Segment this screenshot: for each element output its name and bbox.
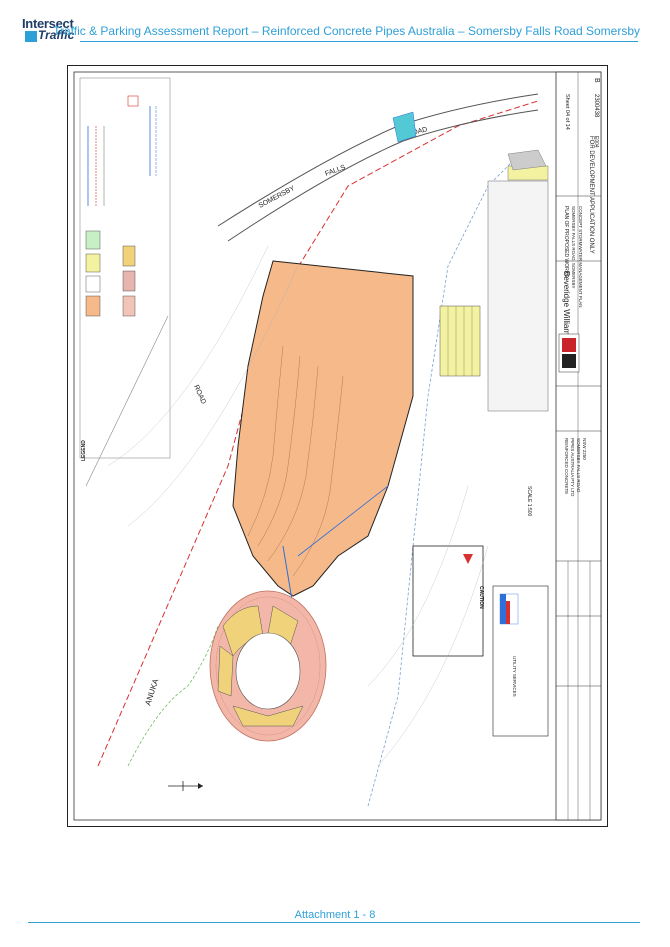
proposed-building-pad bbox=[232, 260, 414, 597]
road-label-road-1: ROAD bbox=[407, 126, 428, 138]
status-text: FOR DEVELOPMENT APPLICATION ONLY bbox=[588, 136, 594, 254]
footer-divider bbox=[28, 922, 640, 923]
site-plan-drawing: FOR DEVELOPMENT APPLICATION ONLY Sheet 0… bbox=[67, 65, 608, 827]
basin-floor bbox=[235, 632, 301, 710]
client-line-1: REINFORCED CONCRETE bbox=[564, 438, 569, 494]
caution-box bbox=[412, 545, 484, 657]
drawing-number: 2300438 bbox=[593, 94, 599, 118]
road-label-anuka: ANUKA bbox=[143, 677, 160, 707]
north-arrow-icon bbox=[168, 781, 203, 791]
drawing-subtitle-1: SOMERSBY FALLS ROAD, SOMERSBY bbox=[571, 206, 576, 288]
company-name: Beveridge Williams bbox=[562, 271, 571, 339]
footer-text: Attachment 1 - 8 bbox=[294, 909, 376, 921]
legend-title: LEGEND bbox=[81, 440, 87, 461]
road-label-falls: FALLS bbox=[324, 164, 346, 178]
utility-title: UTILITY SERVICES bbox=[512, 656, 517, 697]
title-block bbox=[555, 71, 602, 821]
page-header: Intersect Traffic Traffic & Parking Asse… bbox=[0, 0, 670, 48]
header-divider bbox=[80, 41, 638, 42]
road-label-road-2: ROAD bbox=[192, 384, 207, 405]
client-line-2: PIPES AUSTRALIA PTY LTD bbox=[570, 438, 575, 497]
logo-text-bottom: Traffic bbox=[38, 28, 75, 42]
scale-text: SCALE 1:500 bbox=[526, 486, 532, 517]
client-line-3: SOMERSBY FALLS ROAD bbox=[576, 438, 581, 493]
beveridge-williams-logo-icon bbox=[558, 333, 580, 373]
report-title: Traffic & Parking Assessment Report – Re… bbox=[53, 24, 640, 38]
site-plan-svg: FOR DEVELOPMENT APPLICATION ONLY Sheet 0… bbox=[73, 71, 602, 821]
drawing-code: E004 bbox=[593, 136, 599, 148]
intersect-traffic-logo: Intersect Traffic bbox=[22, 16, 78, 42]
sheet-label: Sheet 04 of 14 bbox=[564, 94, 570, 130]
parking-area bbox=[439, 305, 481, 377]
revision: B bbox=[593, 78, 600, 83]
client-line-4: NSW 2250 bbox=[582, 438, 587, 460]
legend-swatch-building bbox=[85, 295, 101, 317]
drawing-title: PLAN OF PROPOSED WORKS bbox=[563, 206, 569, 278]
logo-mark-icon bbox=[25, 31, 37, 42]
drawing-subtitle-2: CONCEPT STORMWATER MANAGEMENT PLAN bbox=[578, 206, 583, 308]
logo-text-top: Intersect bbox=[22, 16, 74, 31]
caution-title: CAUTION bbox=[478, 586, 484, 609]
driveway-crossing bbox=[392, 111, 417, 143]
